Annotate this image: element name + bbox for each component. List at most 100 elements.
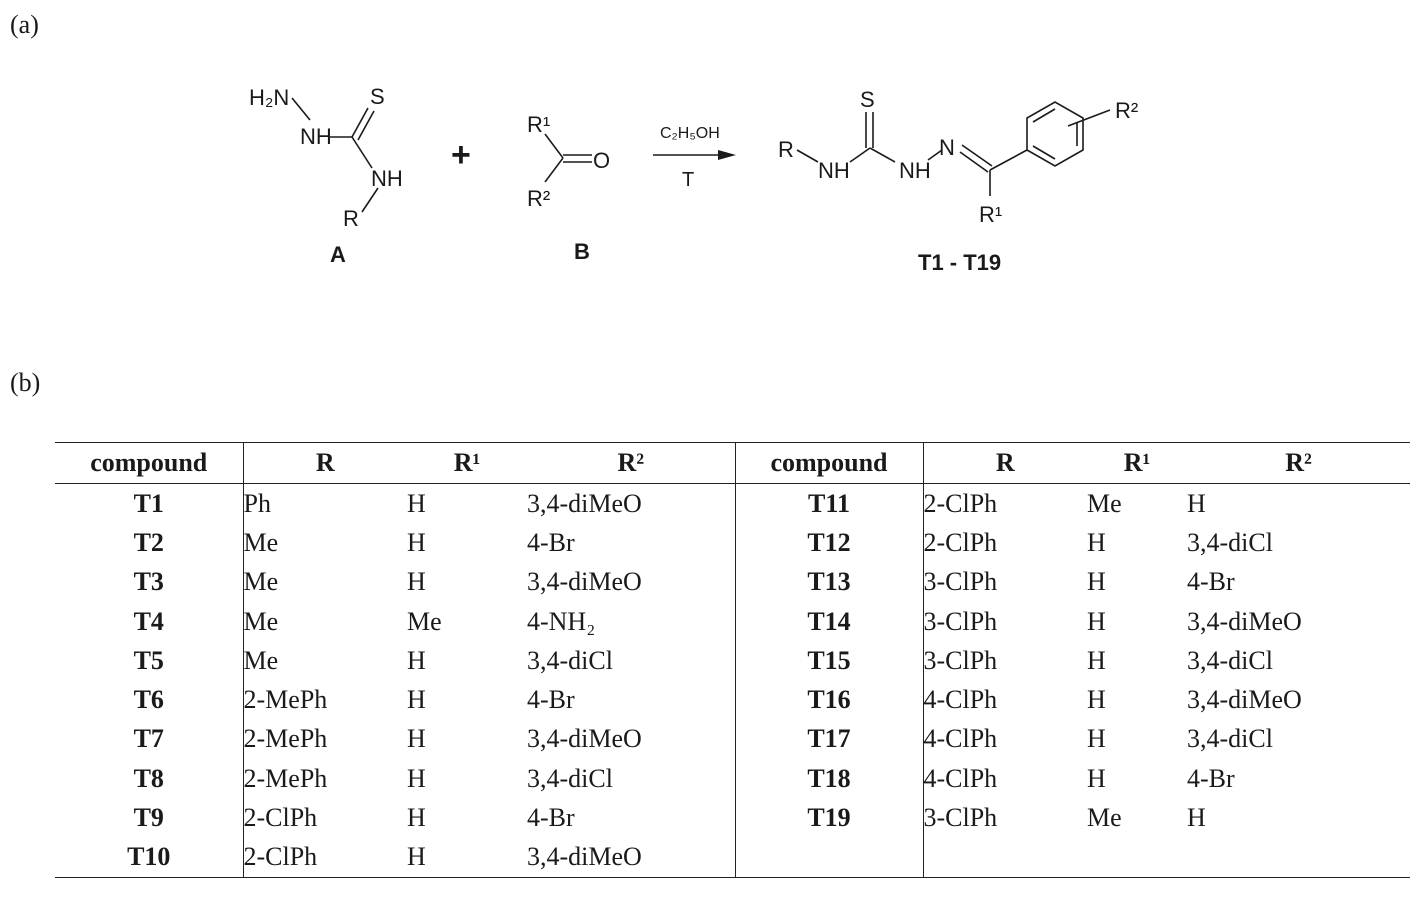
r1-cell: H	[407, 685, 426, 715]
compound-id-cell	[734, 837, 923, 878]
header-r1-right: R¹	[1123, 448, 1151, 477]
r1-cell: Me	[1087, 803, 1122, 833]
r1-cell: H	[1087, 645, 1106, 675]
r1-cell: H	[1087, 685, 1106, 715]
compound-id-cell: T19	[734, 798, 923, 838]
header-r1-left: R¹	[453, 448, 481, 477]
reaction-scheme: H₂N NH S NH R A + R¹ R² O B C₂H₅OH T	[249, 84, 1138, 275]
product: R NH S NH N R¹ R² T1 - T19	[778, 87, 1138, 275]
r1-cell: H	[1087, 606, 1106, 636]
a-h2n: H₂N	[249, 85, 289, 110]
r1-cell: H	[407, 527, 426, 557]
p-s: S	[860, 87, 875, 112]
arrow-temp: T	[682, 169, 694, 191]
compound-id-cell: T4	[133, 606, 164, 636]
table-header-row: compound R R¹ R² compound R R¹ R²	[55, 442, 1410, 484]
header-r2-left: R²	[617, 448, 645, 477]
header-compound-right: compound	[734, 442, 923, 484]
r2-cell: 3,4-diCl	[527, 645, 613, 675]
r1-cell: H	[1087, 567, 1106, 597]
r-cell: 2-MePh	[242, 719, 407, 760]
r2-cell: 3,4-diMeO	[527, 488, 642, 518]
r2-cell: 4-Br	[1187, 567, 1235, 597]
header-compound-left: compound	[90, 448, 208, 477]
panel-label-a: (a)	[10, 10, 39, 39]
r-cell: 3-ClPh	[922, 641, 1087, 681]
r2-cell: H	[1187, 803, 1206, 833]
compound-id-cell: T14	[734, 601, 923, 642]
r-cell: 2-ClPh	[922, 523, 1087, 563]
r2-cell: 4-Br	[527, 685, 575, 715]
compound-id-cell: T3	[133, 567, 164, 597]
r2-cell: 3,4-diCl	[527, 763, 613, 793]
r-cell: 4-ClPh	[922, 759, 1087, 799]
plus-sign: +	[451, 136, 471, 174]
r2-cell: 3,4-diCl	[1187, 645, 1273, 675]
r1-cell: H	[1087, 724, 1106, 754]
p-nh1: NH	[818, 158, 850, 183]
r-cell	[922, 837, 1087, 878]
r-cell: Me	[242, 641, 407, 681]
r2-cell: 4-Br	[1187, 763, 1235, 793]
p-r2: R²	[1115, 98, 1138, 123]
r1-cell: H	[407, 488, 426, 518]
compound-id-cell: T5	[133, 645, 164, 675]
compound-id-cell: T7	[133, 724, 164, 754]
b-o: O	[593, 148, 610, 173]
r2-cell: 3,4-diMeO	[527, 567, 642, 597]
compound-id-cell: T13	[734, 562, 923, 602]
r2-cell: 4-Br	[527, 803, 575, 833]
r2-cell: H	[1187, 488, 1206, 518]
b-r2: R²	[527, 186, 550, 211]
compound-id-cell: T1	[133, 488, 164, 518]
r-cell: Me	[242, 601, 407, 642]
r2-cell: 4-Br	[527, 527, 575, 557]
p-r: R	[778, 137, 794, 162]
reaction-arrow: C₂H₅OH T	[653, 125, 736, 191]
reactant-b: R¹ R² O B	[527, 112, 610, 264]
r1-cell: Me	[1087, 488, 1122, 518]
r1-cell: H	[407, 842, 426, 872]
p-nh2: NH	[899, 158, 931, 183]
a-r: R	[343, 206, 359, 231]
a-nh2: NH	[371, 166, 403, 191]
compound-id-cell: T8	[133, 763, 164, 793]
b-label: B	[574, 239, 590, 264]
r1-cell: H	[1087, 763, 1106, 793]
r-cell: 2-ClPh	[922, 483, 1087, 524]
r2-cell: 3,4-diCl	[1187, 527, 1273, 557]
compound-id-cell: T2	[133, 527, 164, 557]
compound-id-cell: T10	[127, 842, 171, 872]
r2-cell	[1187, 838, 1410, 878]
r-cell: 2-MePh	[242, 759, 407, 799]
r-cell: Me	[242, 523, 407, 563]
r1-cell: H	[407, 567, 426, 597]
a-s: S	[370, 84, 385, 109]
r2-cell: 3,4-diMeO	[1187, 685, 1302, 715]
r1-cell: H	[1087, 527, 1106, 557]
r1-cell: H	[407, 645, 426, 675]
r2-cell: 3,4-diCl	[1187, 724, 1273, 754]
r2-cell: 3,4-diMeO	[1187, 606, 1302, 636]
r-cell: 2-ClPh	[242, 837, 407, 878]
compound-id-cell: T15	[734, 641, 923, 681]
r1-cell: Me	[407, 606, 442, 636]
compound-id-cell: T18	[734, 759, 923, 799]
r1-cell: H	[407, 803, 426, 833]
arrow-solvent: C₂H₅OH	[660, 125, 720, 142]
r2-cell: 4-NH₂	[527, 606, 596, 636]
compound-id-cell: T9	[133, 803, 164, 833]
r1-cell	[1087, 838, 1187, 878]
r-cell: 3-ClPh	[922, 798, 1087, 838]
